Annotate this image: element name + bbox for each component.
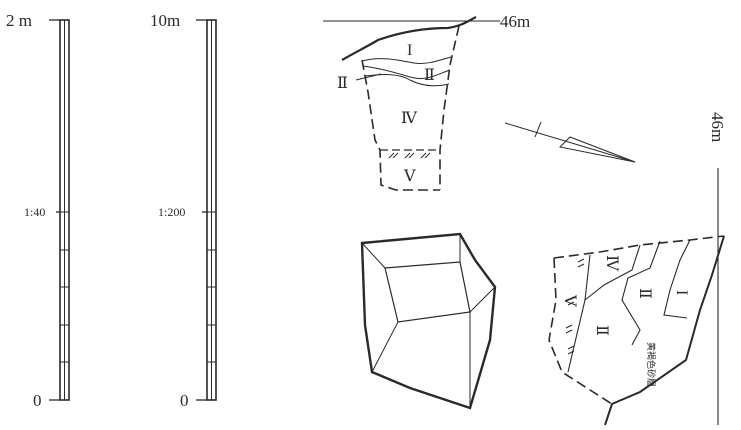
direction-arrow-mark (504, 121, 636, 163)
profile-layer-ii-leader (355, 73, 382, 81)
plan-layer-ii-label-right: Ⅱ (636, 288, 653, 299)
boulder-inner-face (384, 261, 471, 323)
profile-grass-hatch (388, 152, 431, 159)
scale-bar-2-top-label: 10m (150, 11, 180, 30)
profile-layer-i-label: I (407, 42, 412, 59)
plan-divider-inner (663, 239, 691, 319)
profile-layer-ii-label-right: Ⅱ (424, 67, 435, 84)
profile-outline-right (439, 25, 460, 190)
plan-sand-annotation: 黄褐色砂層 (646, 342, 657, 387)
scale-bar-2-divisions (207, 211, 216, 363)
boulder-edge-lines (361, 234, 496, 408)
plan-divider-iv (567, 254, 591, 373)
boulder-outline (360, 232, 497, 410)
scale-bar-1-top-label: 2 m (6, 11, 32, 30)
scale-bar-1-40: 2 m 1:40 0 (6, 11, 70, 410)
boulder-sketch (360, 232, 497, 410)
plan-layer-iv-label: Ⅳ (603, 255, 620, 272)
scale-bar-1-200: 10m 1:200 0 (150, 11, 217, 410)
scale-bar-2-mid-label: 1:200 (158, 205, 185, 219)
plan-view: 46m I Ⅱ Ⅱ Ⅳ Ⅴ 黄褐色砂層 (548, 112, 727, 426)
plan-divider-outer (584, 244, 641, 301)
profile-layer-v-label: Ⅴ (403, 168, 416, 185)
profile-ground-surface (341, 16, 477, 61)
section-profile: 46m I Ⅱ Ⅱ Ⅳ Ⅴ (323, 12, 530, 191)
plan-dashed-top (553, 235, 725, 259)
scale-bar-1-bottom-label: 0 (33, 391, 42, 410)
scale-bar-1-mid-label: 1:40 (24, 205, 45, 219)
plan-layer-i-label: I (673, 290, 690, 295)
plan-layer-ii-label-left: Ⅱ (593, 325, 610, 336)
plan-grass-hatch (565, 258, 585, 355)
plan-right-edge (604, 235, 725, 426)
plan-elevation-label: 46m (708, 112, 727, 142)
plan-layer-v-label: Ⅴ (561, 294, 578, 307)
scale-bar-1-divisions (60, 211, 69, 363)
profile-boundary-1 (361, 56, 452, 64)
profile-layer-iv-label: Ⅳ (401, 110, 418, 127)
profile-elevation-label: 46m (500, 12, 530, 31)
plan-divider-middle (621, 240, 661, 346)
profile-boundary-2 (362, 65, 451, 80)
scale-bar-2-bottom-label: 0 (180, 391, 189, 410)
plan-dashed-left (548, 257, 613, 405)
profile-layer-ii-label-left: Ⅱ (337, 75, 348, 92)
